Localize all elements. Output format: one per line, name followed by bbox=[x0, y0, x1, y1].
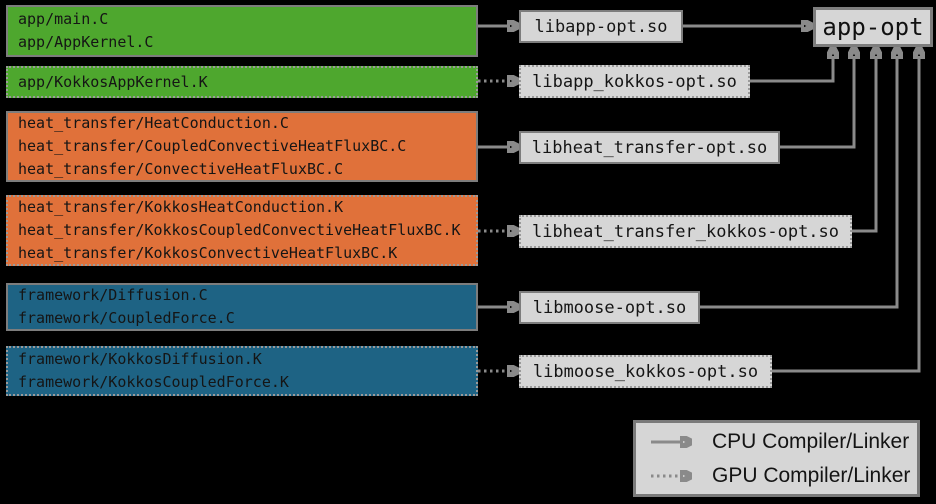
link-arrow-libapp-kokkos-to-app-opt bbox=[750, 57, 833, 83]
executable-box-app-opt: app-opt bbox=[813, 7, 933, 47]
legend: CPU Compiler/Linker GPU Compiler/Linker bbox=[633, 420, 920, 497]
library-box-libapp: libapp-opt.so bbox=[519, 10, 683, 43]
library-box-libheat-transfer: libheat_transfer-opt.so bbox=[519, 131, 780, 164]
source-box-app-gpu: app/KokkosAppKernel.K bbox=[6, 66, 478, 98]
source-file: framework/CoupledForce.C bbox=[18, 309, 235, 327]
source-file: heat_transfer/HeatConduction.C bbox=[18, 114, 289, 132]
source-file: app/KokkosAppKernel.K bbox=[18, 72, 208, 91]
source-file: framework/KokkosDiffusion.K bbox=[18, 350, 262, 368]
source-file: heat_transfer/KokkosConvectiveHeatFluxBC… bbox=[18, 244, 398, 262]
source-box-heat-transfer-cpu: heat_transfer/HeatConduction.C heat_tran… bbox=[6, 111, 478, 182]
source-box-heat-transfer-gpu: heat_transfer/KokkosHeatConduction.K hea… bbox=[6, 195, 478, 266]
solid-arrow-icon bbox=[651, 435, 694, 449]
legend-label: GPU Compiler/Linker bbox=[712, 463, 911, 487]
source-file: framework/KokkosCoupledForce.K bbox=[18, 373, 289, 391]
source-box-app-cpu: app/main.C app/AppKernel.C bbox=[6, 5, 478, 57]
source-file: heat_transfer/KokkosHeatConduction.K bbox=[18, 198, 344, 216]
source-box-framework-cpu: framework/Diffusion.C framework/CoupledF… bbox=[6, 283, 478, 331]
source-file: framework/Diffusion.C bbox=[18, 286, 208, 304]
source-file: heat_transfer/ConvectiveHeatFluxBC.C bbox=[18, 160, 344, 178]
library-box-libapp-kokkos: libapp_kokkos-opt.so bbox=[519, 65, 750, 98]
source-file: heat_transfer/CoupledConvectiveHeatFluxB… bbox=[18, 137, 407, 155]
library-box-libmoose: libmoose-opt.so bbox=[519, 291, 700, 324]
library-box-libmoose-kokkos: libmoose_kokkos-opt.so bbox=[519, 355, 772, 388]
legend-row-cpu: CPU Compiler/Linker bbox=[650, 430, 917, 454]
library-box-libheat-transfer-kokkos: libheat_transfer_kokkos-opt.so bbox=[519, 215, 852, 248]
source-file: app/main.C bbox=[18, 10, 109, 28]
source-box-framework-gpu: framework/KokkosDiffusion.K framework/Ko… bbox=[6, 346, 478, 396]
link-arrow-libheat-kokkos-to-app-opt bbox=[852, 57, 876, 233]
dotted-arrow-icon bbox=[651, 469, 694, 483]
link-arrow-libheat-to-app-opt bbox=[780, 57, 854, 149]
legend-row-gpu: GPU Compiler/Linker bbox=[650, 464, 917, 488]
source-file: heat_transfer/KokkosCoupledConvectiveHea… bbox=[18, 221, 461, 239]
legend-label: CPU Compiler/Linker bbox=[712, 429, 910, 453]
link-arrow-libmoose-kokkos-to-app-opt bbox=[772, 57, 919, 373]
source-file: app/AppKernel.C bbox=[18, 33, 154, 51]
